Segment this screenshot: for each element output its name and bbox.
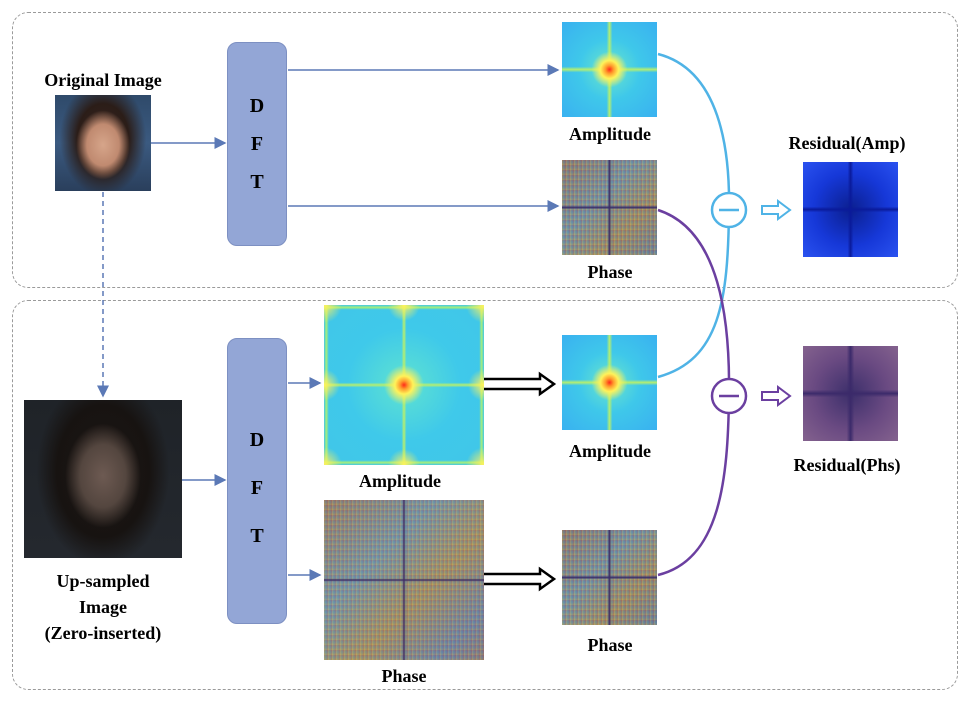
dft-top-letter-d: D xyxy=(249,95,265,117)
label-amplitude-top: Amplitude xyxy=(568,124,651,144)
label-phase-crop: Phase xyxy=(587,635,633,655)
dft-bottom-letter-f: F xyxy=(250,477,264,499)
dft-block-top: D F T xyxy=(227,42,287,246)
residual-amp-image xyxy=(803,162,898,257)
amplitude-big-image xyxy=(324,305,484,465)
label-upsampled-line2: Image xyxy=(79,597,127,617)
label-amplitude-big: Amplitude xyxy=(358,471,441,491)
dft-top-letter-f: F xyxy=(250,133,264,155)
label-phase-top: Phase xyxy=(587,262,633,282)
hollow-arrow-residual-amp xyxy=(761,199,792,221)
original-face-image xyxy=(55,95,151,191)
label-original-image: Original Image xyxy=(44,70,162,90)
phase-big-image xyxy=(324,500,484,660)
residual-phs-image xyxy=(803,346,898,441)
amplitude-crop-image xyxy=(562,335,657,430)
dft-top-letter-t: T xyxy=(250,171,264,193)
hollow-arrow-residual-phs xyxy=(761,385,792,407)
phase-top-image xyxy=(562,160,657,255)
label-upsampled-line3: (Zero-inserted) xyxy=(44,623,162,643)
top-panel xyxy=(12,12,958,288)
label-amplitude-crop: Amplitude xyxy=(568,441,651,461)
dft-bottom-letter-t: T xyxy=(250,525,264,547)
label-upsampled-line1: Up-sampled xyxy=(56,571,150,591)
label-residual-amp: Residual(Amp) xyxy=(788,133,906,153)
dft-bottom-letter-d: D xyxy=(249,429,265,451)
bottom-panel xyxy=(12,300,958,690)
phase-crop-image xyxy=(562,530,657,625)
label-residual-phs: Residual(Phs) xyxy=(793,455,901,475)
label-phase-big: Phase xyxy=(381,666,427,686)
amplitude-top-image xyxy=(562,22,657,117)
dft-block-bottom: D F T xyxy=(227,338,287,624)
upsampled-face-image xyxy=(24,400,182,558)
